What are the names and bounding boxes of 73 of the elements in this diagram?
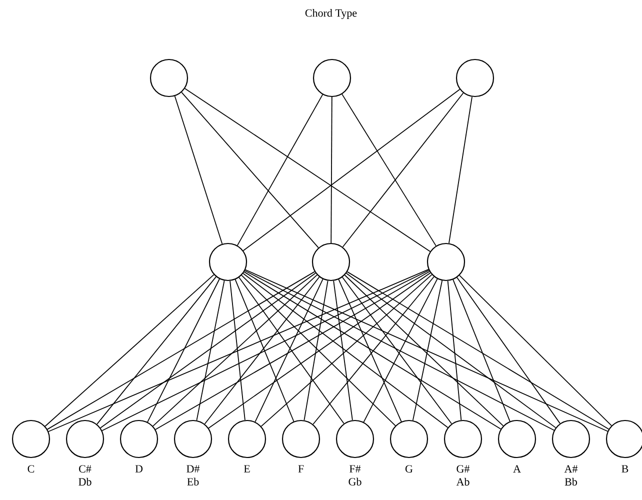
connection-line <box>304 280 328 421</box>
connection-line <box>174 96 223 244</box>
neuron-circle <box>228 420 266 458</box>
connection-line <box>260 274 432 427</box>
note-label: E <box>244 465 250 472</box>
neuron-circle <box>12 420 50 458</box>
connection-line <box>244 272 502 430</box>
connection-line <box>196 280 225 421</box>
connection-line <box>459 274 612 426</box>
connection-line <box>44 274 214 427</box>
connection-line <box>452 279 510 422</box>
neuron-circle <box>208 242 248 282</box>
neuron-circle <box>498 420 536 458</box>
note-label: A# Bb <box>564 465 578 486</box>
connection-line <box>244 269 608 432</box>
connection-line <box>312 276 434 425</box>
connection-line <box>242 88 460 252</box>
neuron-circle <box>390 420 428 458</box>
connection-line <box>46 271 316 430</box>
neuron-circle <box>312 58 352 98</box>
neuron-circle <box>282 420 320 458</box>
connection-line <box>181 92 319 248</box>
connection-line <box>100 272 316 428</box>
note-label: C# Db <box>78 465 92 486</box>
note-label: G# Ab <box>456 465 470 486</box>
connection-line <box>412 280 443 421</box>
connection-line <box>330 96 332 244</box>
neuron-circle <box>312 242 350 282</box>
connection-line <box>456 277 560 424</box>
connection-line <box>447 280 462 420</box>
connection-line <box>363 278 438 422</box>
neuron-circle <box>426 242 466 282</box>
note-label: F# Gb <box>348 465 362 486</box>
neuron-circle <box>66 420 104 458</box>
note-label: D# Eb <box>186 465 200 486</box>
neuron-circle <box>150 58 188 98</box>
connection-line <box>238 277 344 424</box>
connection-line <box>344 274 504 426</box>
connection-line <box>208 272 431 429</box>
connection-line <box>333 280 353 421</box>
connection-line <box>152 274 318 427</box>
connection-line <box>96 276 216 425</box>
neuron-circle <box>336 420 374 458</box>
connection-line <box>448 96 472 244</box>
neuron-circle <box>120 420 158 458</box>
connection-line <box>155 271 430 430</box>
neuron-circle <box>552 420 590 458</box>
connection-line <box>342 276 452 424</box>
connection-line <box>346 272 556 428</box>
connection-line <box>236 94 324 246</box>
neuron-circle <box>174 420 212 458</box>
neuron-circle <box>444 420 482 458</box>
note-label: F <box>298 465 304 472</box>
connection-line <box>244 270 555 431</box>
connection-line <box>241 274 396 426</box>
connection-line <box>204 276 320 424</box>
connection-line <box>254 278 324 422</box>
note-label: G <box>405 465 413 473</box>
connection-line <box>234 279 294 422</box>
connection-line <box>184 88 431 252</box>
note-label: B <box>622 465 628 472</box>
connection-line <box>338 278 402 422</box>
note-label: A <box>513 465 521 472</box>
connection-line <box>242 273 448 428</box>
neuron-circle <box>456 58 494 98</box>
note-label: D <box>135 465 143 472</box>
connection-line <box>147 278 220 422</box>
connection-line <box>230 280 246 420</box>
connection-line <box>342 92 464 248</box>
connection-line <box>342 94 436 246</box>
connection-line <box>346 271 610 430</box>
title: Chord Type <box>305 9 357 19</box>
note-label: C <box>28 465 34 473</box>
